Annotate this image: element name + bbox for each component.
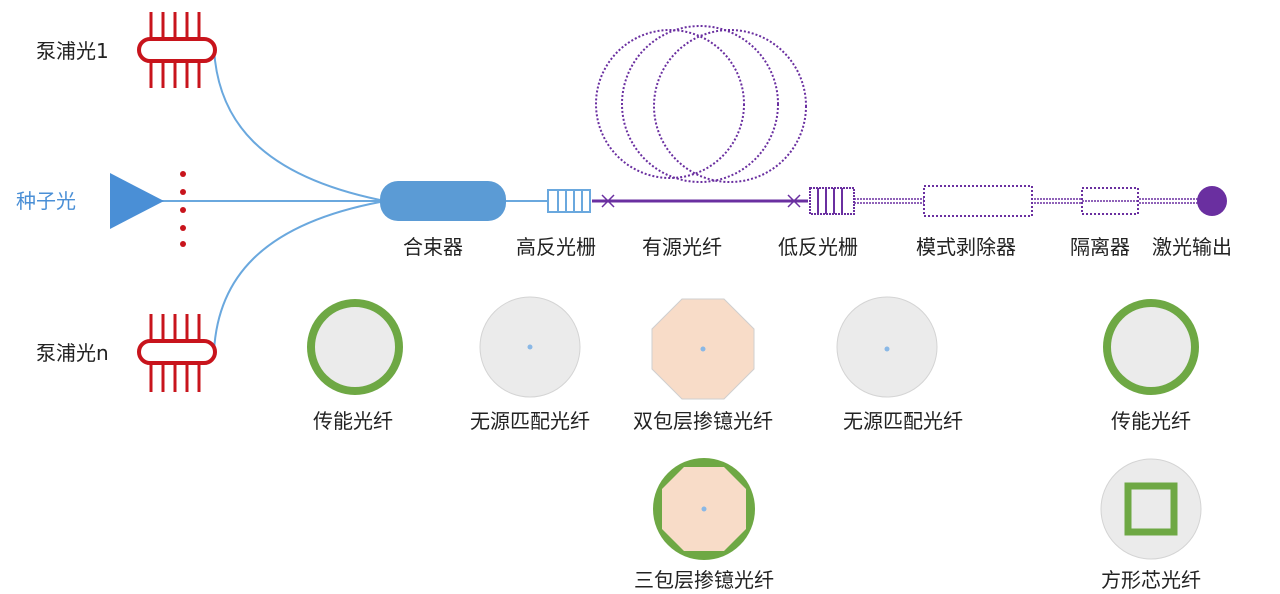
mode-stripper-label: 模式剥除器 bbox=[916, 235, 1016, 259]
fusion-splice-marks bbox=[601, 194, 801, 208]
lr-grating: 低反光栅 bbox=[778, 187, 858, 259]
active-fiber-coil bbox=[595, 25, 807, 183]
cross-section-matched-2-label: 无源匹配光纤 bbox=[843, 409, 963, 433]
isolator: 隔离器 bbox=[1070, 187, 1139, 259]
lr-grating-label: 低反光栅 bbox=[778, 235, 858, 259]
active-fiber: 有源光纤 bbox=[592, 25, 808, 259]
ellipsis-dots bbox=[180, 171, 186, 247]
cross-section-matched-2: 无源匹配光纤 bbox=[836, 296, 963, 433]
laser-output-dot bbox=[1197, 186, 1227, 216]
pump-n: 泵浦光n bbox=[36, 314, 217, 392]
mode-stripper: 模式剥除器 bbox=[916, 185, 1033, 259]
cross-section-square-core: 方形芯光纤 bbox=[1100, 458, 1202, 592]
mode-stripper-body bbox=[923, 185, 1033, 217]
combiner-label: 合束器 bbox=[403, 235, 463, 259]
seed-source: 种子光 bbox=[16, 173, 164, 229]
hr-grating-label: 高反光栅 bbox=[516, 235, 596, 259]
cross-section-passive-2: 传能光纤 bbox=[1103, 299, 1199, 433]
seed-label: 种子光 bbox=[16, 189, 76, 213]
cross-section-triple-clad-label: 三包层掺镱光纤 bbox=[634, 568, 774, 592]
hr-grating-body bbox=[547, 189, 591, 213]
laser-output: 激光输出 bbox=[1152, 186, 1232, 259]
cross-section-passive-1: 传能光纤 bbox=[307, 299, 403, 433]
cross-section-double-clad-label: 双包层掺镱光纤 bbox=[633, 409, 773, 433]
pump-n-label: 泵浦光n bbox=[36, 341, 109, 365]
cross-section-triple-clad: 三包层掺镱光纤 bbox=[634, 458, 774, 592]
cross-section-passive-2-label: 传能光纤 bbox=[1111, 409, 1191, 433]
cross-section-passive-1-label: 传能光纤 bbox=[313, 409, 393, 433]
cross-section-matched-1-label: 无源匹配光纤 bbox=[470, 409, 590, 433]
hr-grating: 高反光栅 bbox=[516, 189, 596, 259]
pump-1: 泵浦光1 bbox=[36, 12, 217, 88]
pump-1-label: 泵浦光1 bbox=[36, 39, 109, 63]
combiner-body bbox=[380, 181, 506, 221]
pump-1-fiber bbox=[213, 48, 381, 201]
pump-n-body bbox=[137, 339, 217, 365]
cross-section-square-core-label: 方形芯光纤 bbox=[1101, 568, 1201, 592]
laser-output-label: 激光输出 bbox=[1152, 235, 1232, 259]
pump-1-body bbox=[137, 37, 217, 63]
pump-n-fiber bbox=[213, 201, 381, 352]
cross-section-double-clad: 双包层掺镱光纤 bbox=[633, 298, 773, 433]
isolator-label: 隔离器 bbox=[1070, 235, 1130, 259]
seed-triangle-icon bbox=[110, 173, 164, 229]
input-fibers bbox=[160, 48, 548, 352]
active-fiber-label: 有源光纤 bbox=[642, 235, 722, 259]
combiner: 合束器 bbox=[380, 181, 506, 259]
lr-grating-body bbox=[809, 187, 855, 215]
cross-section-matched-1: 无源匹配光纤 bbox=[470, 296, 590, 433]
